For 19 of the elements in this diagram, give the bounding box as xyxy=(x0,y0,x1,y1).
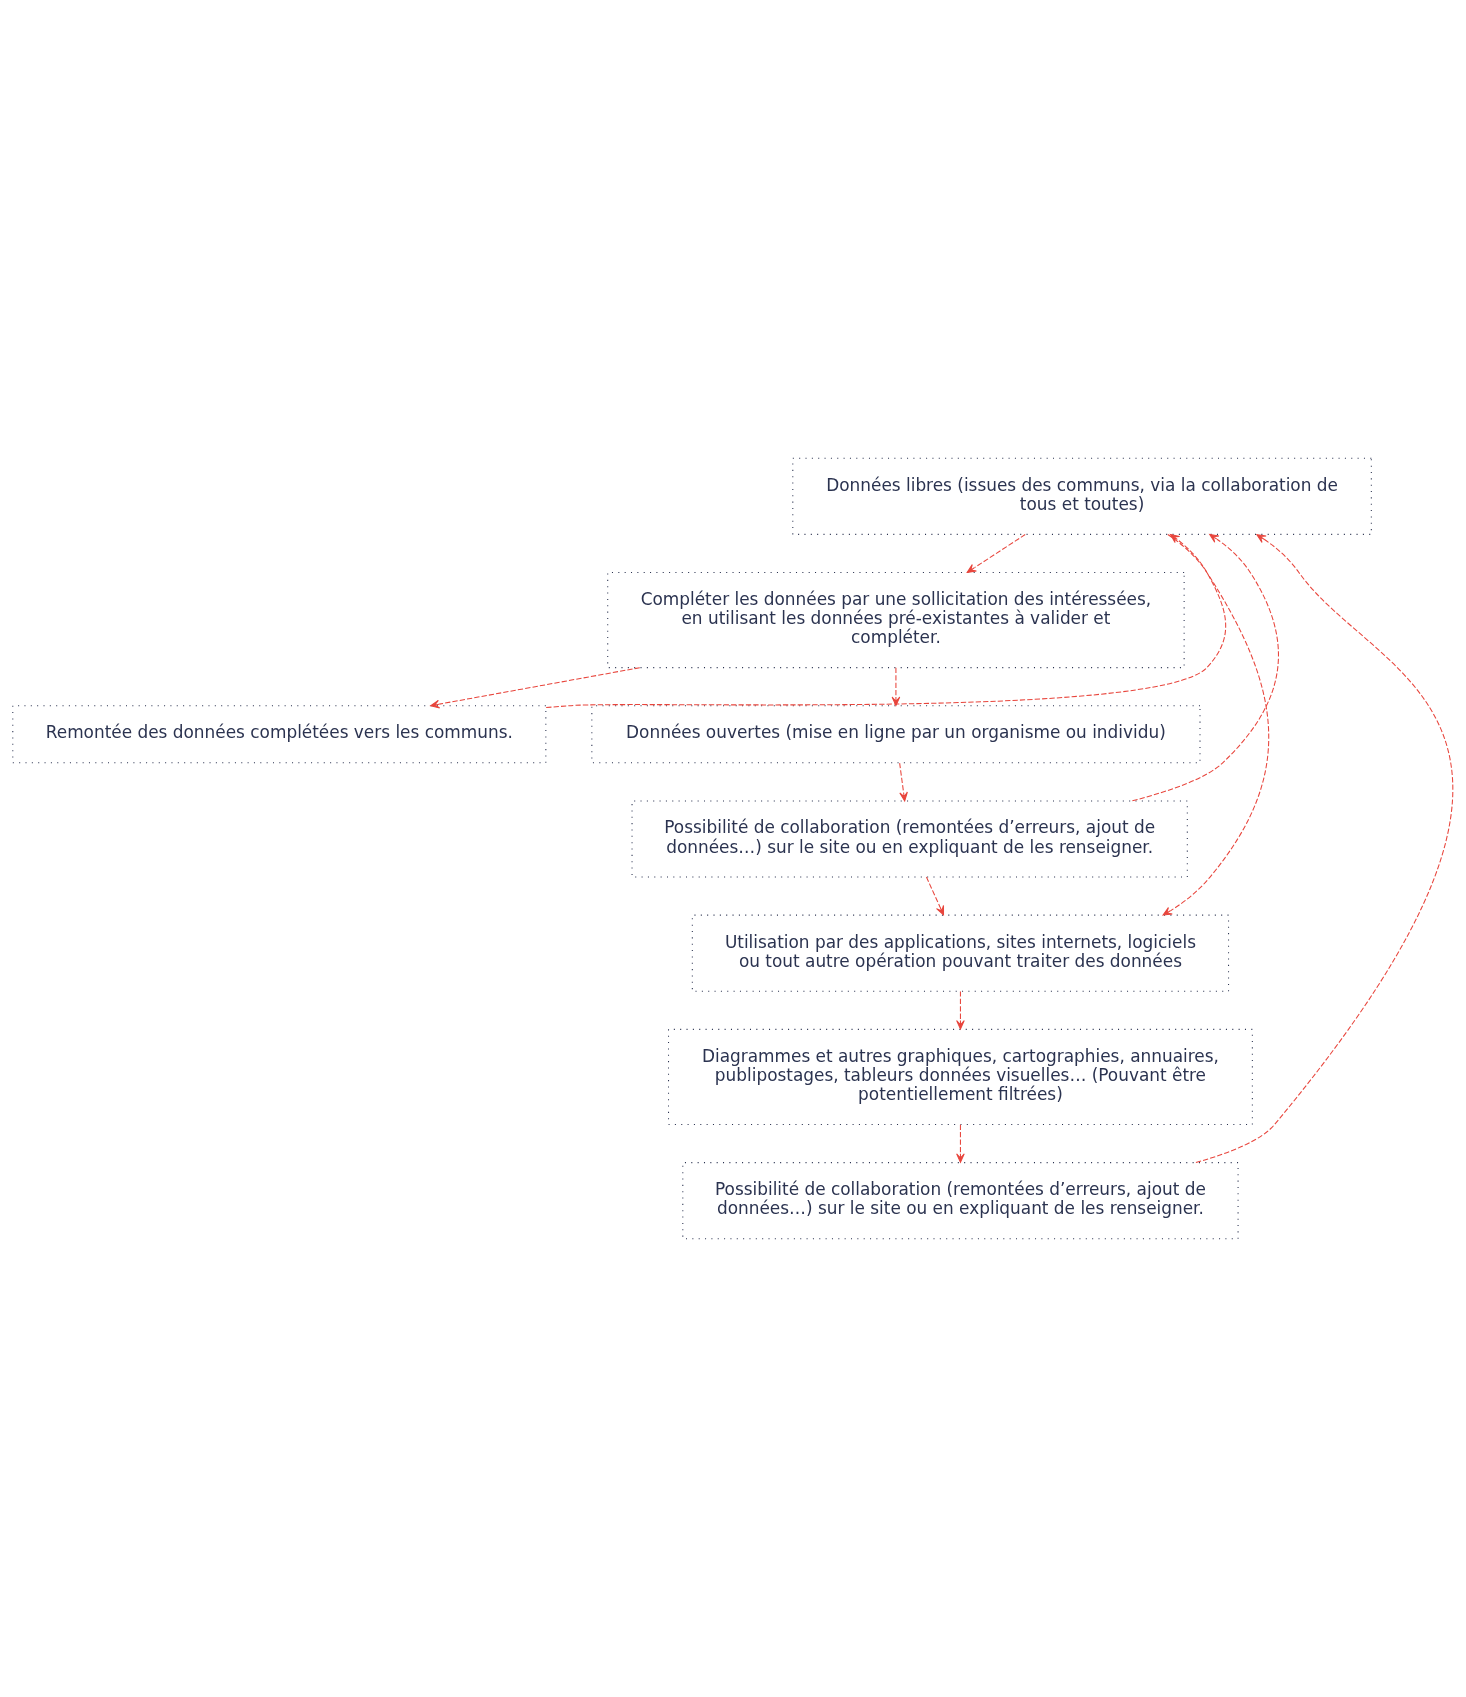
arrow xyxy=(430,667,641,709)
node-box: Compléter les données par une sollicitation des intéressées, en utilisant les données pré-existantes à valider et compléter. xyxy=(607,571,1185,669)
arrow xyxy=(966,534,1026,573)
arrow xyxy=(545,533,1227,709)
arrow xyxy=(1131,533,1279,802)
node-box: Diagrammes et autres graphiques, cartographies, annuaires, publipostages, tableurs données visuelles… (Pouvant être potentiellement filtrées) xyxy=(668,1028,1253,1126)
node-box: Données ouvertes (mise en ligne par un organisme ou individu) xyxy=(591,705,1201,764)
node-box: Données libres (issues des communs, via la collaboration de tous et toutes) xyxy=(792,457,1372,535)
node-box: Utilisation par des applications, sites internets, logiciels ou tout autre opération pouvant traiter des données xyxy=(691,914,1230,992)
arrow xyxy=(891,667,901,707)
arrow xyxy=(1162,533,1270,916)
node-box: Possibilité de collaboration (remontées d’erreurs, ajout de données…) sur le site ou en expliquant de les renseigner. xyxy=(682,1162,1239,1240)
arrow xyxy=(899,762,908,802)
arrow xyxy=(956,990,965,1030)
node-box: Possibilité de collaboration (remontées d’erreurs, ajout de données…) sur le site ou en expliquant de les renseigner. xyxy=(631,800,1188,878)
arrow xyxy=(1195,534,1453,1164)
arrow xyxy=(925,876,945,916)
node-box: Remontée des données complétées vers les communs. xyxy=(12,705,547,764)
arrow xyxy=(956,1124,965,1163)
